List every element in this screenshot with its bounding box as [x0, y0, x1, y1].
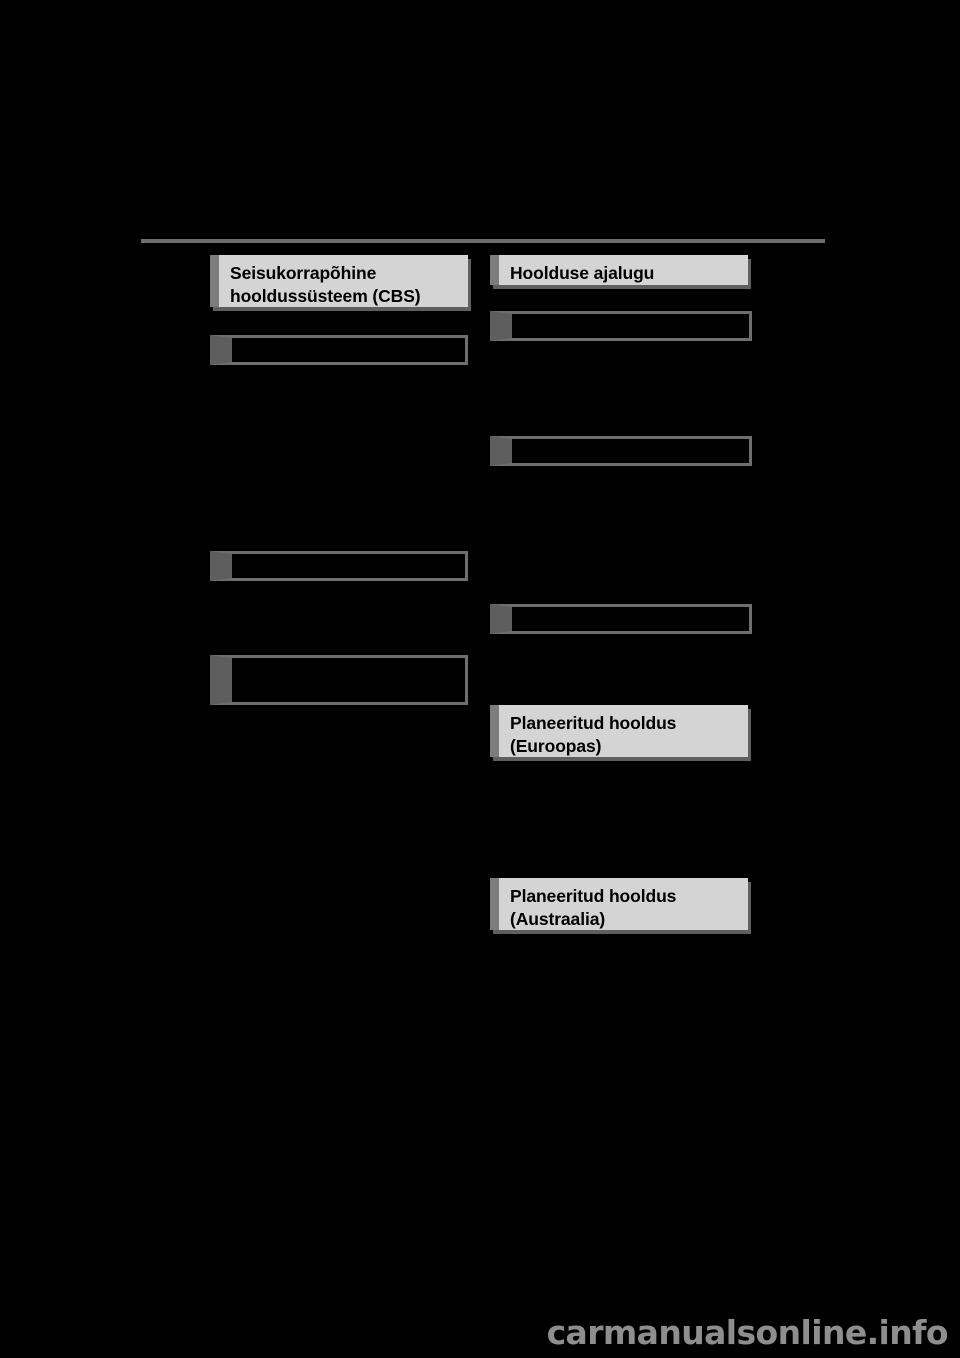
page-header-rule [141, 239, 825, 243]
section-header-scheduled-maintenance-australia: Planeeritud hooldus (Austraalia) [490, 878, 748, 930]
section-header-service-history: Hoolduse ajalugu [490, 255, 748, 285]
site-watermark: carmanualsonline.info [546, 1313, 949, 1352]
subsection-label-left-2 [232, 554, 465, 560]
subsection-box-right-2[interactable] [490, 436, 752, 466]
subsection-box-left-2[interactable] [210, 551, 468, 581]
section-header-scheduled-maintenance-europe: Planeeritud hooldus (Euroopas) [490, 705, 748, 757]
section-header-scheduled-maintenance-australia-title: Planeeritud hooldus (Austraalia) [510, 886, 677, 930]
subsection-label-right-1 [512, 314, 749, 320]
subsection-box-left-3[interactable] [210, 655, 468, 705]
section-header-cbs: Seisukorrapõhine hooldussüsteem (CBS) [210, 255, 468, 307]
section-header-scheduled-maintenance-europe-title: Planeeritud hooldus (Euroopas) [510, 713, 677, 757]
subsection-label-right-3 [512, 607, 749, 613]
subsection-box-left-1[interactable] [210, 335, 468, 365]
subsection-label-right-2 [512, 439, 749, 445]
section-header-service-history-title: Hoolduse ajalugu [510, 263, 655, 283]
subsection-label-left-3 [232, 658, 465, 664]
subsection-box-right-1[interactable] [490, 311, 752, 341]
section-header-cbs-title: Seisukorrapõhine hooldussüsteem (CBS) [230, 263, 421, 307]
subsection-label-left-1 [232, 338, 465, 344]
subsection-box-right-3[interactable] [490, 604, 752, 634]
